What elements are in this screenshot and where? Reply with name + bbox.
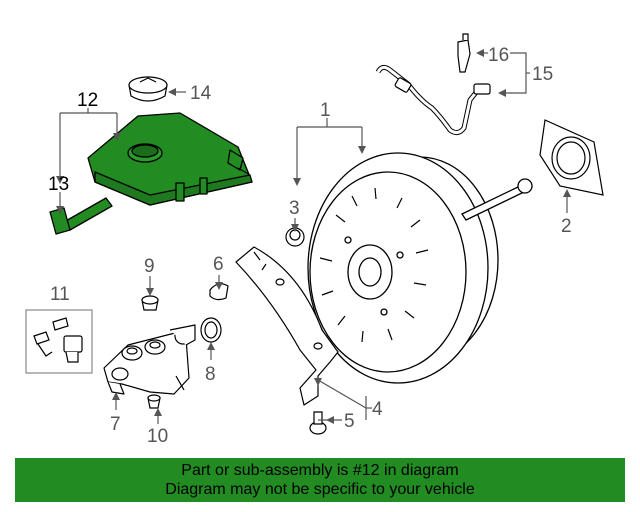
part-11-hardware-kit[interactable] xyxy=(25,309,93,374)
callout-3: 3 xyxy=(289,198,300,219)
part-1-brake-booster[interactable] xyxy=(307,152,533,384)
callout-12: 12 xyxy=(77,90,98,111)
callout-15: 15 xyxy=(532,64,553,85)
part-13-seal[interactable] xyxy=(49,197,113,235)
part-14-cap[interactable] xyxy=(128,76,168,102)
callout-6: 6 xyxy=(213,254,224,275)
callout-11: 11 xyxy=(50,284,70,305)
callout-16: 16 xyxy=(488,45,509,66)
callout-7: 7 xyxy=(110,414,121,435)
part-3-grommet[interactable] xyxy=(285,227,305,247)
callout-9: 9 xyxy=(144,256,155,277)
part-5-nut[interactable] xyxy=(309,411,327,435)
callout-13: 13 xyxy=(48,174,69,195)
banner-line-1: Part or sub-assembly is #12 in diagram xyxy=(181,462,459,479)
part-12-reservoir[interactable] xyxy=(87,112,253,206)
part-16-sensor[interactable] xyxy=(457,33,471,73)
info-banner: Part or sub-assembly is #12 in diagram D… xyxy=(15,458,625,502)
part-6-clip[interactable] xyxy=(209,283,229,301)
part-15-sensor-cable[interactable] xyxy=(375,64,491,136)
part-2-gasket[interactable] xyxy=(539,119,604,196)
part-8-o-ring[interactable] xyxy=(200,317,222,343)
part-10-plug[interactable] xyxy=(147,394,161,409)
callout-2: 2 xyxy=(561,216,572,237)
part-9-plug[interactable] xyxy=(141,295,159,311)
callout-8: 8 xyxy=(205,364,216,385)
part-7-master-cylinder[interactable] xyxy=(103,324,196,395)
callout-4: 4 xyxy=(372,399,383,420)
callout-1: 1 xyxy=(320,100,331,121)
callout-5: 5 xyxy=(344,411,355,432)
banner-line-2: Diagram may not be specific to your vehi… xyxy=(165,481,475,498)
arrow-heads xyxy=(56,49,571,424)
callout-14: 14 xyxy=(190,83,212,104)
callout-10: 10 xyxy=(147,426,168,447)
leader-lines xyxy=(59,52,568,424)
